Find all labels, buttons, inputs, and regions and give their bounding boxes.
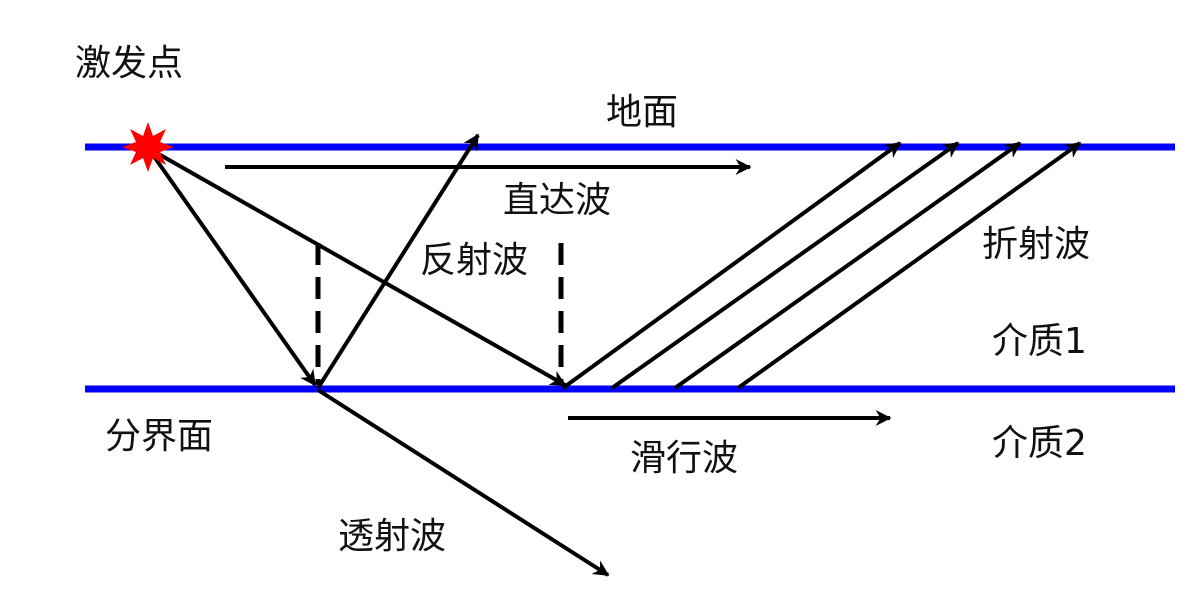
head-wave-label: 滑行波: [630, 438, 738, 479]
direct-wave-label: 直达波: [503, 180, 611, 221]
refracted-ray-2: [610, 141, 960, 390]
interface-label: 分界面: [105, 416, 213, 457]
source-label: 激发点: [75, 43, 183, 84]
transmitted-wave-label: 透射波: [338, 516, 446, 557]
transmitted-wave-arrow: [316, 388, 610, 577]
critical-incident-arrow: [147, 146, 567, 387]
refracted-wave-label: 折射波: [982, 224, 1090, 265]
reflected-wave-label: 反射波: [420, 240, 528, 281]
source-burst-icon: [122, 122, 174, 172]
refracted-ray-3: [673, 141, 1022, 390]
medium1-label: 介质1: [992, 321, 1087, 362]
ground-label: 地面: [606, 92, 678, 133]
refracted-ray-1: [561, 141, 902, 390]
medium2-label: 介质2: [992, 423, 1087, 464]
refracted-ray-4: [736, 141, 1082, 390]
reflected-incident-arrow: [146, 146, 317, 387]
reflected-up-arrow: [316, 133, 480, 390]
